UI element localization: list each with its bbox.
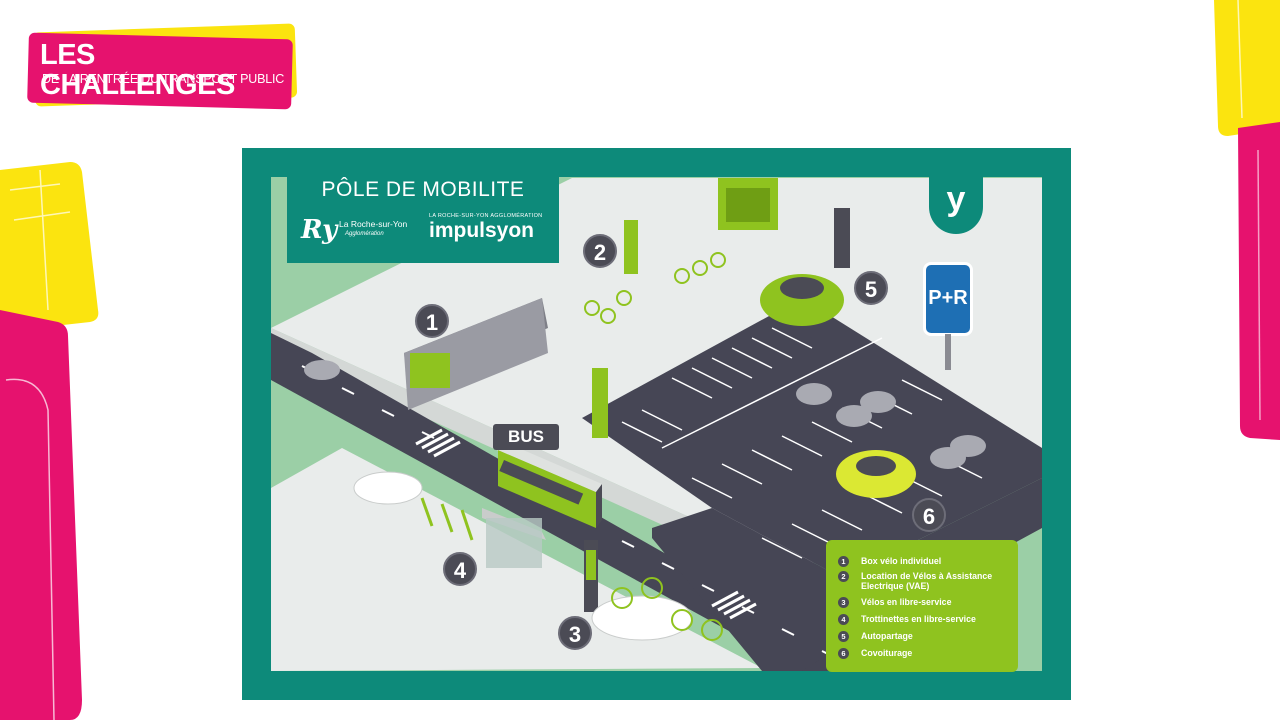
challenges-logo: LES CHALLENGES DE LA RENTRÉE DU TRANSPOR… — [27, 22, 298, 110]
logo-subtitle: DE LA RENTRÉE DU TRANSPORT PUBLIC — [42, 72, 285, 86]
poster-title: PÔLE DE MOBILITE — [321, 178, 525, 201]
legend-label: Covoiturage — [861, 648, 913, 658]
marker-5: 5 — [854, 271, 888, 305]
legend-label: Box vélo individuel — [861, 556, 942, 566]
left-decoration — [0, 162, 99, 720]
marker-4: 4 — [443, 552, 477, 586]
legend-number: 4 — [838, 614, 849, 625]
legend-label: Vélos en libre-service — [861, 597, 952, 607]
legend-label: Location de Vélos à Assistance Electriqu… — [861, 571, 993, 591]
park-ride-pole — [945, 334, 951, 370]
legend-number: 5 — [838, 631, 849, 642]
marker-2: 2 — [583, 234, 617, 268]
marker-1: 1 — [415, 304, 449, 338]
legend-item: 1 Box vélo individuel — [838, 556, 1016, 567]
legend-item: 5 Autopartage — [838, 631, 1016, 642]
operator-tag: LA ROCHE-SUR-YON AGGLOMÉRATION — [429, 213, 543, 219]
legend-number: 3 — [838, 597, 849, 608]
legend-label: Trottinettes en libre-service — [861, 614, 976, 624]
legend-number: 2 — [838, 571, 849, 582]
poster-title-card: PÔLE DE MOBILITE Ry La Roche-sur-Yon Agg… — [287, 177, 559, 263]
partner-sub: Agglomération — [345, 231, 384, 237]
legend-item: 6 Covoiturage — [838, 648, 1016, 659]
impulsyon-badge: y — [929, 176, 983, 234]
legend-panel: 1 Box vélo individuel 2 Location de Vélo… — [826, 540, 1018, 672]
logo-title: LES CHALLENGES — [40, 39, 235, 101]
partner-name: La Roche-sur-Yon — [339, 219, 408, 229]
right-decoration — [1214, 0, 1280, 440]
legend-item: 4 Trottinettes en libre-service — [838, 614, 1016, 625]
badge-letter: y — [946, 180, 966, 218]
legend-label: Autopartage — [861, 631, 913, 641]
operator-name: impulsyon — [429, 219, 535, 242]
partner-initials: Ry — [301, 215, 338, 245]
marker-6: 6 — [912, 498, 946, 532]
legend-number: 6 — [838, 648, 849, 659]
marker-3: 3 — [558, 616, 592, 650]
bus-label: BUS — [493, 424, 559, 450]
mobility-hub-poster: y PÔLE DE MOBILITE Ry La Roche-sur-Yon A… — [242, 148, 1071, 700]
park-ride-sign: P+R — [923, 262, 973, 336]
park-ride-label: P+R — [928, 287, 968, 309]
legend-number: 1 — [838, 556, 849, 567]
legend-item: 3 Vélos en libre-service — [838, 597, 1016, 608]
legend-item: 2 Location de Vélos à Assistance Electri… — [838, 571, 1016, 591]
